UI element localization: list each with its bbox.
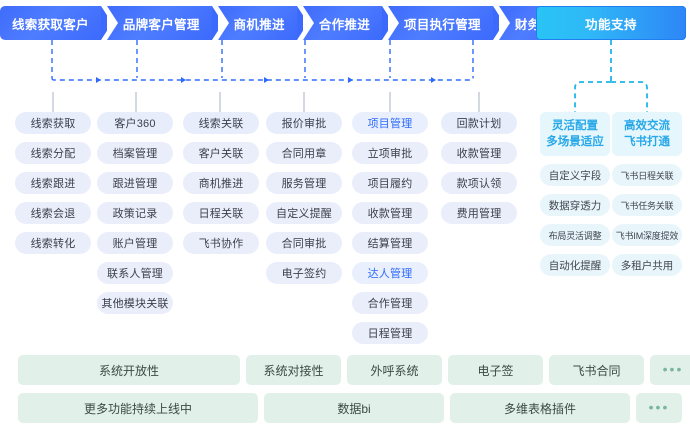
column-item-pill[interactable]: 政策记录	[97, 202, 173, 224]
bottom-cell[interactable]: 电子签	[448, 355, 543, 385]
column-item-pill[interactable]: 其他模块关联	[97, 292, 173, 314]
column-item-pill[interactable]: 账户管理	[97, 232, 173, 254]
column-head-pill[interactable]: 客户360	[97, 112, 173, 134]
column-head-pill[interactable]: 线索关联	[183, 112, 259, 134]
support-header-label: 功能支持	[584, 17, 637, 32]
bottom-cell[interactable]: 多维表格插件	[450, 393, 630, 423]
support-column-head[interactable]: 灵活配置多场景适应	[540, 112, 610, 156]
support-head-line1: 灵活配置	[552, 120, 598, 132]
process-tab-4[interactable]: 项目执行管理	[388, 6, 504, 40]
column-head-pill[interactable]: 线索获取	[15, 112, 91, 134]
support-item-pill[interactable]: 飞书日程关联	[612, 164, 682, 186]
column-item-pill[interactable]: 线索分配	[15, 142, 91, 164]
support-item-pill[interactable]: 布局灵活调整	[540, 224, 610, 246]
column-cooperation: 报价审批合同用章服务管理自定义提醒合同审批电子签约	[266, 112, 342, 292]
column-item-pill[interactable]: 收款管理	[441, 142, 517, 164]
support-head-line1: 高效交流	[624, 120, 670, 132]
column-item-pill[interactable]: 联系人管理	[97, 262, 173, 284]
column-head-pill[interactable]: 报价审批	[266, 112, 342, 134]
column-item-pill[interactable]: 日程管理	[352, 322, 428, 344]
bottom-cell[interactable]: 数据bi	[264, 393, 444, 423]
column-item-pill[interactable]: 达人管理	[352, 262, 428, 284]
support-column-flexible-config: 灵活配置多场景适应自定义字段数据穿透力布局灵活调整自动化提醒	[540, 112, 610, 284]
support-header-box[interactable]: 功能支持	[536, 6, 686, 40]
column-item-pill[interactable]: 费用管理	[441, 202, 517, 224]
column-item-pill[interactable]: 线索跟进	[15, 172, 91, 194]
support-item-pill[interactable]: 自动化提醒	[540, 254, 610, 276]
bottom-row-integration: 系统开放性系统对接性外呼系统电子签飞书合同•••	[18, 355, 690, 385]
column-head-pill[interactable]: 项目管理	[352, 112, 428, 134]
support-column-efficient-communication: 高效交流飞书打通飞书日程关联飞书任务关联飞书IM深度提效多租户共用	[612, 112, 682, 284]
column-item-pill[interactable]: 立项审批	[352, 142, 428, 164]
process-tab-0[interactable]: 线索获取客户	[0, 6, 112, 40]
support-item-pill[interactable]: 多租户共用	[612, 254, 682, 276]
bottom-cell[interactable]: 系统开放性	[18, 355, 240, 385]
support-column-head[interactable]: 高效交流飞书打通	[612, 112, 682, 156]
column-item-pill[interactable]: 客户关联	[183, 142, 259, 164]
column-item-pill[interactable]: 商机推进	[183, 172, 259, 194]
column-item-pill[interactable]: 电子签约	[266, 262, 342, 284]
bottom-cell[interactable]: 更多功能持续上线中	[18, 393, 258, 423]
process-tab-label: 线索获取客户	[12, 17, 89, 32]
column-item-pill[interactable]: 线索转化	[15, 232, 91, 254]
process-tab-2[interactable]: 商机推进	[217, 6, 309, 40]
support-head-line2: 多场景适应	[546, 136, 604, 148]
column-brand-customer: 客户360 档案管理跟进管理政策记录账户管理联系人管理其他模块关联	[97, 112, 173, 322]
support-item-pill[interactable]: 数据穿透力	[540, 194, 610, 216]
column-lead-acquisition: 线索获取线索分配线索跟进线索会退线索转化	[15, 112, 91, 262]
column-item-pill[interactable]: 自定义提醒	[266, 202, 342, 224]
column-finance-settlement: 回款计划收款管理款项认领费用管理	[441, 112, 517, 232]
column-item-pill[interactable]: 收款管理	[352, 202, 428, 224]
bottom-cell-more[interactable]: •••	[650, 355, 690, 385]
bottom-cell[interactable]: 系统对接性	[246, 355, 341, 385]
column-item-pill[interactable]: 项目履约	[352, 172, 428, 194]
column-item-pill[interactable]: 合作管理	[352, 292, 428, 314]
process-tab-label: 合作推进	[318, 17, 371, 32]
column-item-pill[interactable]: 合同审批	[266, 232, 342, 254]
column-project-execution: 项目管理立项审批项目履约收款管理结算管理达人管理合作管理日程管理	[352, 112, 428, 352]
process-tab-bar: 线索获取客户 品牌客户管理 商机推进 合作推进 项目执行管理 财务结算	[0, 6, 590, 40]
column-item-pill[interactable]: 飞书协作	[183, 232, 259, 254]
column-item-pill[interactable]: 合同用章	[266, 142, 342, 164]
support-item-pill[interactable]: 自定义字段	[540, 164, 610, 186]
process-tab-label: 项目执行管理	[404, 17, 481, 32]
support-item-pill[interactable]: 飞书任务关联	[612, 194, 682, 216]
support-item-pill[interactable]: 飞书IM深度提效	[612, 224, 682, 246]
column-item-pill[interactable]: 线索会退	[15, 202, 91, 224]
process-tab-label: 商机推进	[233, 17, 285, 32]
column-item-pill[interactable]: 服务管理	[266, 172, 342, 194]
bottom-cell[interactable]: 飞书合同	[549, 355, 644, 385]
column-item-pill[interactable]: 款项认领	[441, 172, 517, 194]
column-item-pill[interactable]: 结算管理	[352, 232, 428, 254]
support-head-line2: 飞书打通	[624, 136, 670, 148]
column-item-pill[interactable]: 日程关联	[183, 202, 259, 224]
process-tab-label: 品牌客户管理	[122, 17, 200, 32]
column-head-pill[interactable]: 回款计划	[441, 112, 517, 134]
column-item-pill[interactable]: 跟进管理	[97, 172, 173, 194]
column-item-pill[interactable]: 档案管理	[97, 142, 173, 164]
process-tab-1[interactable]: 品牌客户管理	[106, 6, 223, 40]
bottom-cell[interactable]: 外呼系统	[347, 355, 442, 385]
column-opportunity: 线索关联客户关联商机推进日程关联飞书协作	[183, 112, 259, 262]
bottom-cell-more[interactable]: •••	[636, 393, 682, 423]
process-tab-3[interactable]: 合作推进	[302, 6, 394, 40]
